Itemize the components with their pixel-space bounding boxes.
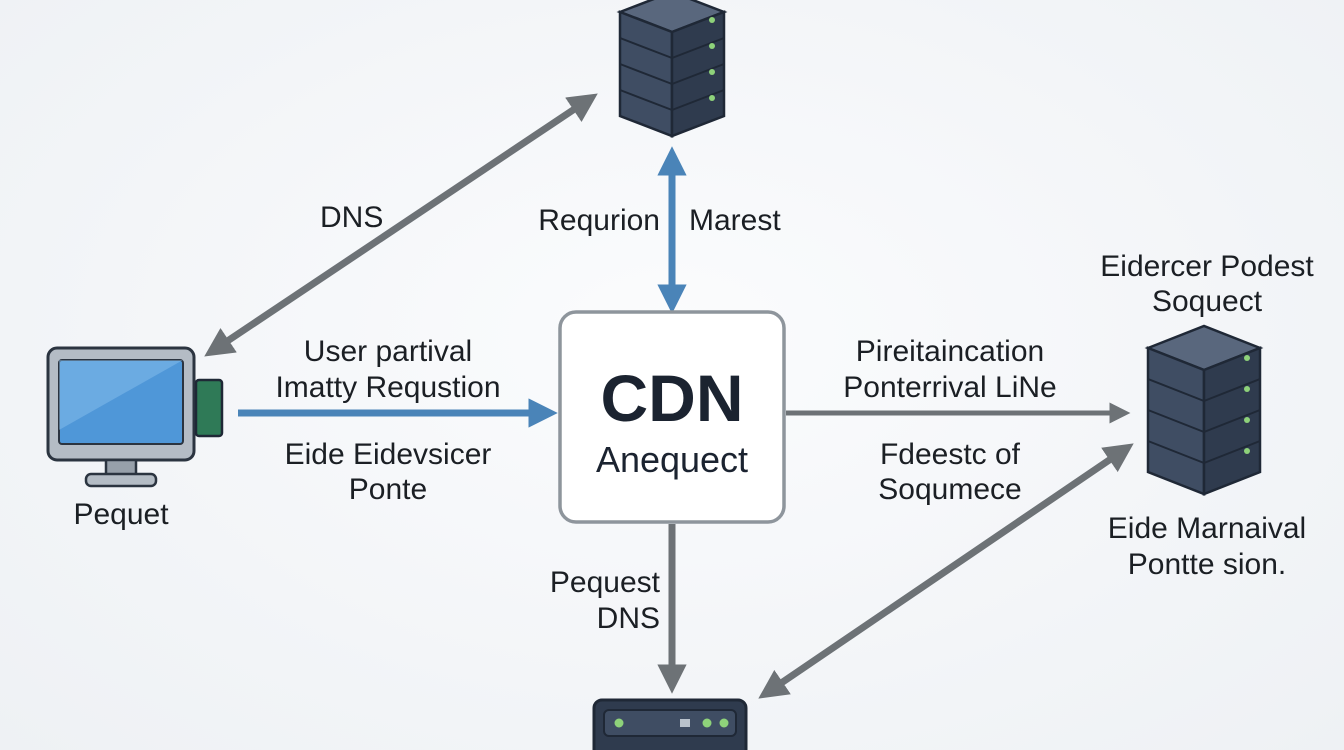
client-cdn-top-label-2: Imatty Requstion: [275, 371, 501, 404]
right-server-label-2: Soquect: [1151, 285, 1263, 318]
origin-server-icon: [616, 0, 728, 138]
cdn-server-bottom-label-2: Soqumece: [878, 473, 1022, 506]
dns-arrow: [204, 93, 598, 357]
dns-label: DNS: [320, 201, 384, 234]
client-label: Pequet: [73, 498, 169, 531]
cdn-title: CDN: [600, 361, 744, 435]
client-cdn-bottom-label-2: Ponte: [348, 473, 428, 506]
cdn-down-label-1: Pequest: [549, 566, 660, 599]
right-server-bottom-label-1: Eide Marnaival: [1107, 512, 1307, 545]
cdn-subtitle: Anequect: [595, 439, 749, 480]
origin-left-label: Requrion: [538, 204, 660, 237]
server-edge-arrow: [758, 443, 1134, 699]
cdn-node-box: [558, 310, 786, 524]
cdn-server-top-label-2: Ponterrival LiNe: [843, 371, 1057, 404]
client-monitor-icon: [46, 346, 224, 488]
right-server-label-1: Eidercer Podest: [1100, 250, 1314, 283]
cdn-server-top-label-1: Pireitaincation: [855, 335, 1045, 368]
origin-right-label: Marest: [689, 204, 781, 237]
cdn-down-label-2: DNS: [596, 602, 660, 635]
right-server-icon: [1144, 324, 1264, 496]
right-server-bottom-label-2: Pontte sion.: [1127, 548, 1287, 581]
cdn-server-bottom-label-1: Fdeestc of: [879, 438, 1021, 471]
client-cdn-bottom-label-1: Eide Eidevsicer: [284, 438, 492, 471]
client-cdn-top-label-1: User partival: [303, 335, 473, 368]
edge-server-icon: [592, 698, 748, 750]
